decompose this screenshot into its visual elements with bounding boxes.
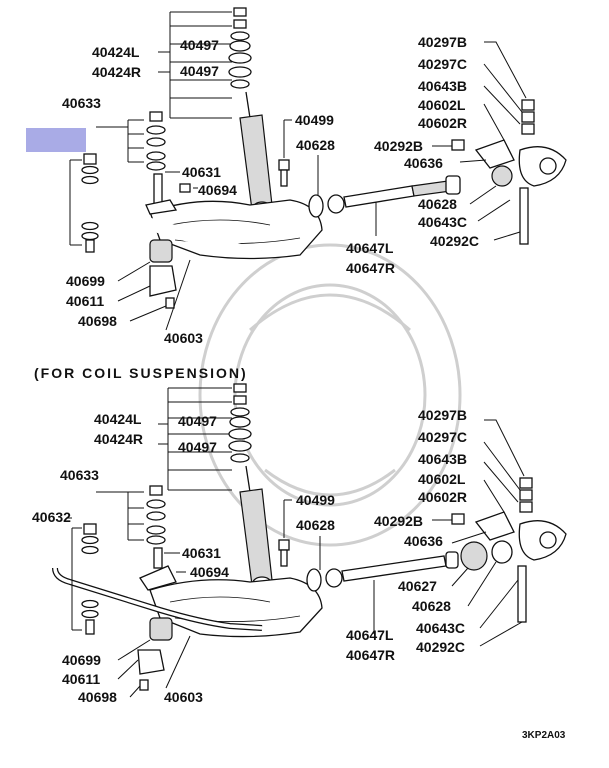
label-40602R: 40602R <box>418 115 467 131</box>
clamp-40611 <box>137 649 165 675</box>
label-40292B: 40292B <box>374 513 423 529</box>
upper-diagram: 40424L 40424R 40497 40497 40633 40631 40… <box>26 7 567 346</box>
label-40497-b: 40497 <box>178 439 217 455</box>
label-40694: 40694 <box>190 564 229 580</box>
label-40297B: 40297B <box>418 34 467 50</box>
label-40647R: 40647R <box>346 647 395 663</box>
label-40497-a: 40497 <box>180 37 219 53</box>
bolt-40631 <box>153 547 163 569</box>
label-40292B: 40292B <box>374 138 423 154</box>
bolt-40499 <box>278 159 290 187</box>
label-40602R: 40602R <box>418 489 467 505</box>
label-40636: 40636 <box>404 533 443 549</box>
nut-stack-40297 <box>521 99 535 135</box>
bolt-40698 <box>139 679 149 691</box>
label-40643B: 40643B <box>418 78 467 94</box>
label-40603: 40603 <box>164 689 203 705</box>
section-label: (FOR COIL SUSPENSION) <box>34 365 248 381</box>
strut-bracket <box>451 139 567 245</box>
label-40631: 40631 <box>182 545 221 561</box>
label-40643C: 40643C <box>418 214 467 230</box>
label-40633: 40633 <box>60 467 99 483</box>
bolt-40698 <box>165 297 175 309</box>
bolt-40631 <box>153 173 163 207</box>
bracket-40694 <box>139 565 177 591</box>
label-40631: 40631 <box>182 164 221 180</box>
drawing-code: 3KP2A03 <box>522 730 566 741</box>
label-40424R: 40424R <box>94 431 143 447</box>
label-40297C: 40297C <box>418 56 467 72</box>
bushing-40699 <box>149 239 173 263</box>
stabilizer-link-left <box>66 517 99 635</box>
label-40628-a: 40628 <box>296 137 335 153</box>
label-40632: 40632 <box>32 509 71 525</box>
label-40699: 40699 <box>62 652 101 668</box>
label-40627: 40627 <box>398 578 437 594</box>
nut-stack-40297 <box>519 477 533 513</box>
label-40699: 40699 <box>66 273 105 289</box>
label-40647L: 40647L <box>346 627 394 643</box>
stack-40633 <box>146 485 166 545</box>
label-40603: 40603 <box>164 330 203 346</box>
label-40497-b: 40497 <box>180 63 219 79</box>
stabilizer-bar <box>53 189 263 252</box>
shock-absorber <box>239 91 273 215</box>
label-40611: 40611 <box>66 293 104 309</box>
label-40499: 40499 <box>296 492 335 508</box>
label-40602L: 40602L <box>418 97 466 113</box>
stack-40633 <box>146 111 166 171</box>
label-40628-a: 40628 <box>296 517 335 533</box>
label-40497-a: 40497 <box>178 413 217 429</box>
label-40694: 40694 <box>198 182 237 198</box>
shock-top-hardware <box>228 7 252 89</box>
label-40297B: 40297B <box>418 407 467 423</box>
label-40611: 40611 <box>62 671 100 687</box>
stabilizer-link-left <box>69 153 99 253</box>
clamp-40611 <box>149 265 177 297</box>
label-40633: 40633 <box>62 95 101 111</box>
bushing-40699 <box>149 617 173 641</box>
label-40698: 40698 <box>78 689 117 705</box>
lower-diagram: 40424L 40424R 40497 40497 40633 40632 40… <box>32 383 567 705</box>
label-40424L: 40424L <box>94 411 142 427</box>
strut-bracket <box>451 511 567 623</box>
label-40424R: 40424R <box>92 64 141 80</box>
label-40292C: 40292C <box>430 233 479 249</box>
strut-rod <box>308 175 461 218</box>
label-40297C: 40297C <box>418 429 467 445</box>
bracket-40694 <box>145 183 191 215</box>
bolt-40499 <box>278 539 290 567</box>
label-40424L: 40424L <box>92 44 140 60</box>
label-40647L: 40647L <box>346 240 394 256</box>
label-40628-b: 40628 <box>418 196 457 212</box>
label-40643C: 40643C <box>416 620 465 636</box>
stabilizer-bar <box>52 567 263 631</box>
label-40628-b: 40628 <box>412 598 451 614</box>
strut-rod <box>306 540 513 592</box>
label-40292C: 40292C <box>416 639 465 655</box>
highlight-box <box>26 128 86 152</box>
label-40602L: 40602L <box>418 471 466 487</box>
label-40643B: 40643B <box>418 451 467 467</box>
label-40636: 40636 <box>404 155 443 171</box>
label-40647R: 40647R <box>346 260 395 276</box>
label-40698: 40698 <box>78 313 117 329</box>
shock-top-hardware <box>228 383 252 463</box>
label-40499: 40499 <box>295 112 334 128</box>
watermark-emblem <box>198 243 462 547</box>
